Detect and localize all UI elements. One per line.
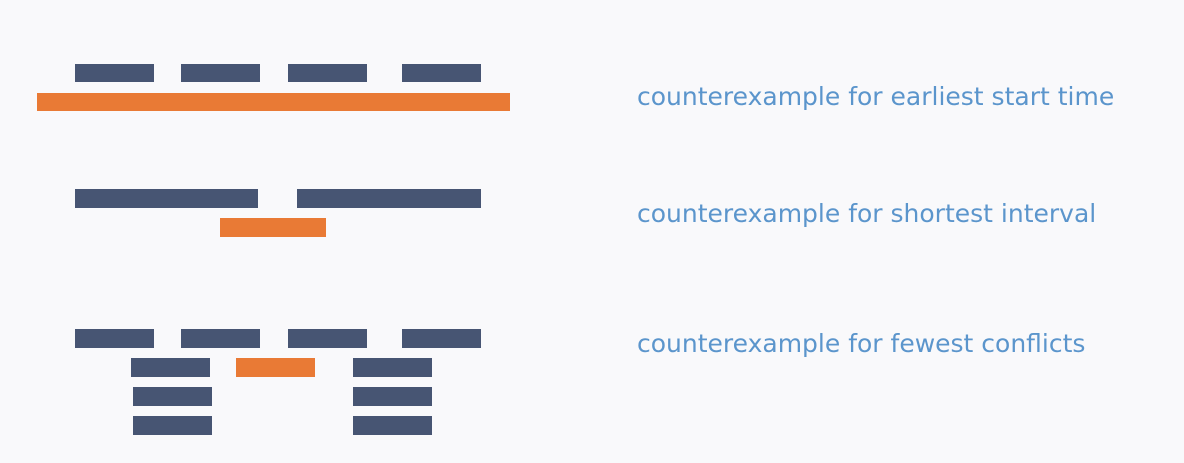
interval-bar [133, 416, 212, 435]
highlighted-interval-bar [37, 93, 510, 111]
interval-bar [133, 387, 212, 406]
highlighted-interval-bar [220, 218, 326, 237]
interval-bar [75, 64, 154, 82]
interval-bar [353, 358, 432, 377]
caption-shortest-interval: counterexample for shortest interval [637, 199, 1097, 228]
highlighted-interval-bar [236, 358, 315, 377]
interval-bar [181, 64, 260, 82]
interval-bar [402, 64, 481, 82]
interval-bar [353, 387, 432, 406]
interval-bar [353, 416, 432, 435]
caption-earliest-start: counterexample for earliest start time [637, 82, 1115, 111]
interval-bar [288, 64, 367, 82]
interval-bar [402, 329, 481, 348]
caption-fewest-conflicts: counterexample for fewest conflicts [637, 329, 1086, 358]
interval-bar [75, 189, 258, 208]
interval-bar [131, 358, 210, 377]
interval-bar [297, 189, 481, 208]
interval-bar [181, 329, 260, 348]
interval-bar [288, 329, 367, 348]
interval-bar [75, 329, 154, 348]
